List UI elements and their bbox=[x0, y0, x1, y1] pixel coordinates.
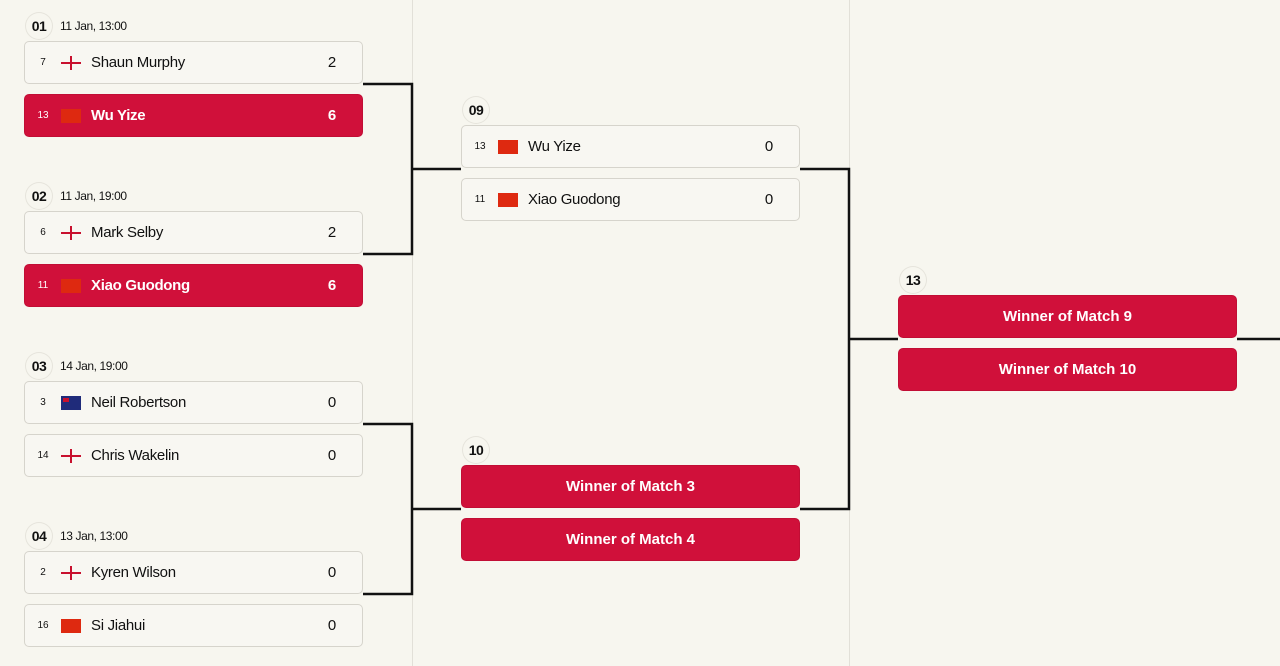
match-header: 13 bbox=[900, 266, 926, 294]
match-header: 10 bbox=[463, 436, 489, 464]
player-score: 0 bbox=[327, 564, 337, 581]
player-seed: 7 bbox=[40, 57, 46, 68]
match-number: 03 bbox=[26, 353, 52, 379]
match-number: 10 bbox=[463, 437, 489, 463]
player-score: 0 bbox=[327, 447, 337, 464]
match-header: 09 bbox=[463, 96, 489, 124]
flag-eng-icon bbox=[61, 448, 81, 463]
player-name: Wu Yize bbox=[91, 107, 146, 124]
player-seed: 11 bbox=[37, 280, 49, 291]
connector-m3-m4 bbox=[363, 422, 461, 596]
match-date: 13 Jan, 13:00 bbox=[60, 529, 128, 543]
match-date: 14 Jan, 19:00 bbox=[60, 359, 128, 373]
match-number: 01 bbox=[26, 13, 52, 39]
match-header: 03 14 Jan, 19:00 bbox=[26, 352, 128, 380]
player-score: 0 bbox=[764, 191, 774, 208]
player-row[interactable]: 14 Chris Wakelin 0 bbox=[24, 434, 363, 477]
player-name: Mark Selby bbox=[91, 224, 164, 241]
flag-aus-icon bbox=[61, 395, 81, 410]
player-row[interactable]: 6 Mark Selby 2 bbox=[24, 211, 363, 254]
player-row[interactable]: 7 Shaun Murphy 2 bbox=[24, 41, 363, 84]
flag-chn-icon bbox=[61, 618, 81, 633]
player-name: Chris Wakelin bbox=[91, 447, 180, 464]
player-seed: 3 bbox=[40, 397, 46, 408]
match-number: 13 bbox=[900, 267, 926, 293]
player-score: 6 bbox=[327, 277, 337, 294]
player-row[interactable]: 2 Kyren Wilson 0 bbox=[24, 551, 363, 594]
match-number: 04 bbox=[26, 523, 52, 549]
player-name: Si Jiahui bbox=[91, 617, 145, 634]
placeholder-slot[interactable]: Winner of Match 3 bbox=[461, 465, 800, 508]
flag-eng-icon bbox=[61, 55, 81, 70]
player-seed: 11 bbox=[474, 194, 486, 205]
player-name: Xiao Guodong bbox=[528, 191, 621, 208]
player-seed: 16 bbox=[37, 620, 49, 631]
player-row[interactable]: 11 Xiao Guodong 6 bbox=[24, 264, 363, 307]
flag-chn-icon bbox=[61, 108, 81, 123]
match-date: 11 Jan, 19:00 bbox=[60, 189, 127, 203]
player-row[interactable]: 13 Wu Yize 0 bbox=[461, 125, 800, 168]
match-header: 02 11 Jan, 19:00 bbox=[26, 182, 127, 210]
flag-eng-icon bbox=[61, 225, 81, 240]
player-score: 2 bbox=[327, 224, 337, 241]
player-score: 2 bbox=[327, 54, 337, 71]
match-date: 11 Jan, 13:00 bbox=[60, 19, 127, 33]
player-seed: 14 bbox=[37, 450, 49, 461]
player-seed: 13 bbox=[37, 110, 49, 121]
player-name: Neil Robertson bbox=[91, 394, 187, 411]
flag-eng-icon bbox=[61, 565, 81, 580]
placeholder-slot[interactable]: Winner of Match 9 bbox=[898, 295, 1237, 338]
flag-chn-icon bbox=[61, 278, 81, 293]
match-header: 01 11 Jan, 13:00 bbox=[26, 12, 127, 40]
connector-m9-m10 bbox=[800, 167, 898, 511]
player-name: Kyren Wilson bbox=[91, 564, 176, 581]
placeholder-slot[interactable]: Winner of Match 4 bbox=[461, 518, 800, 561]
match-number: 02 bbox=[26, 183, 52, 209]
connector-m1-m2 bbox=[363, 82, 461, 256]
player-score: 0 bbox=[327, 394, 337, 411]
flag-chn-icon bbox=[498, 192, 518, 207]
player-row[interactable]: 16 Si Jiahui 0 bbox=[24, 604, 363, 647]
match-header: 04 13 Jan, 13:00 bbox=[26, 522, 128, 550]
player-seed: 6 bbox=[40, 227, 46, 238]
player-row[interactable]: 11 Xiao Guodong 0 bbox=[461, 178, 800, 221]
player-score: 6 bbox=[327, 107, 337, 124]
player-seed: 13 bbox=[474, 141, 486, 152]
flag-chn-icon bbox=[498, 139, 518, 154]
player-seed: 2 bbox=[40, 567, 46, 578]
player-score: 0 bbox=[327, 617, 337, 634]
match-number: 09 bbox=[463, 97, 489, 123]
placeholder-slot[interactable]: Winner of Match 10 bbox=[898, 348, 1237, 391]
player-row[interactable]: 13 Wu Yize 6 bbox=[24, 94, 363, 137]
player-name: Xiao Guodong bbox=[91, 277, 190, 294]
column-divider bbox=[412, 0, 413, 666]
player-score: 0 bbox=[764, 138, 774, 155]
player-name: Wu Yize bbox=[528, 138, 581, 155]
player-row[interactable]: 3 Neil Robertson 0 bbox=[24, 381, 363, 424]
player-name: Shaun Murphy bbox=[91, 54, 185, 71]
